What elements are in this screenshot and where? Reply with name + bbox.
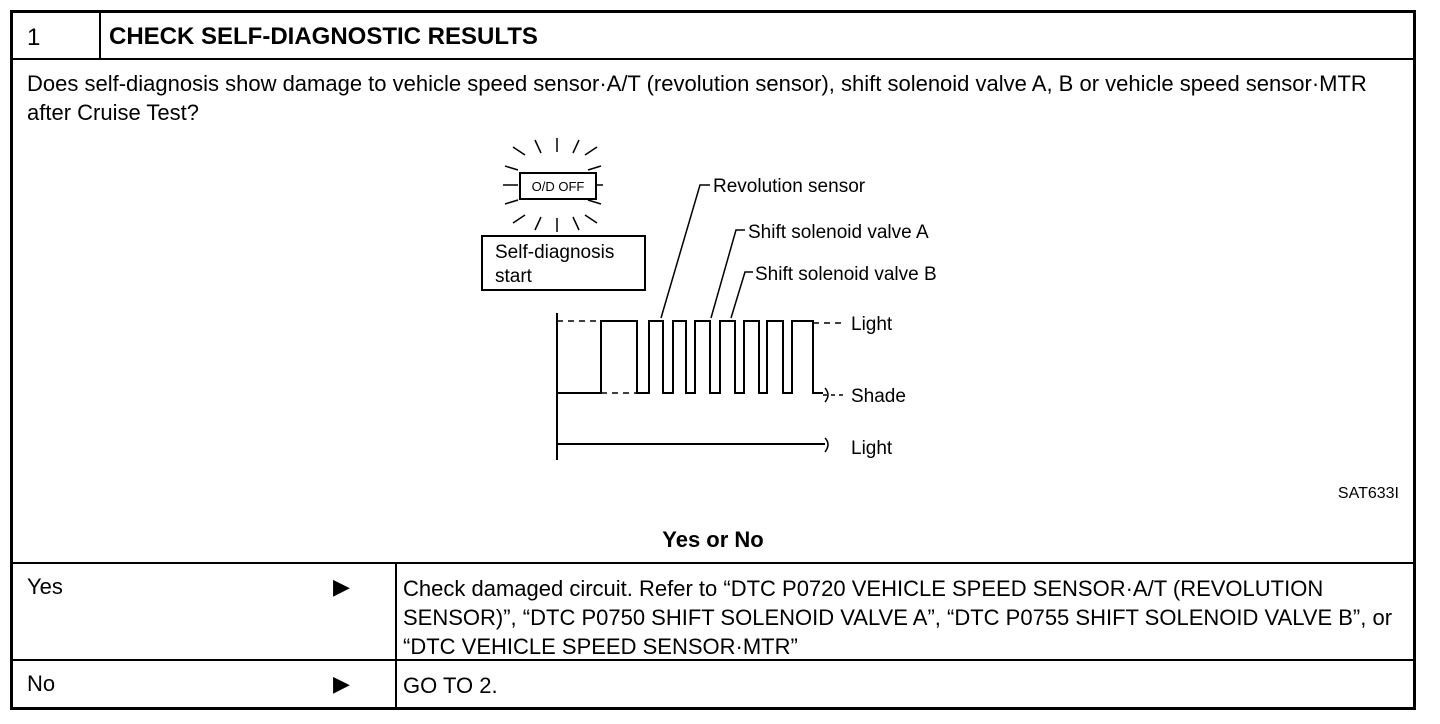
- level-light-bottom: Light: [851, 438, 893, 459]
- start-box-line2: start: [495, 266, 533, 287]
- light-bottom-tick: [824, 437, 829, 453]
- action-text: Check damaged circuit. Refer to “DTC P07…: [403, 576, 1393, 659]
- answer-label: No: [27, 671, 56, 696]
- signal-waveform: [557, 320, 823, 394]
- arrow-icon: ▶: [333, 574, 350, 599]
- shade-tick: [824, 387, 829, 403]
- step-number: 1: [13, 13, 101, 58]
- step-table: 1 CHECK SELF-DIAGNOSTIC RESULTS Does sel…: [10, 10, 1416, 710]
- step-title: CHECK SELF-DIAGNOSTIC RESULTS: [109, 23, 538, 50]
- question-text: Does self-diagnosis show damage to vehic…: [27, 71, 1367, 125]
- level-light-top: Light: [851, 314, 893, 335]
- figure-code: SAT633I: [1337, 485, 1399, 502]
- self-diagnosis-start-box: [481, 235, 646, 291]
- od-off-lamp: [519, 172, 597, 200]
- callout-shift-solenoid-b: Shift solenoid valve B: [755, 264, 937, 285]
- callout-shift-solenoid-a: Shift solenoid valve A: [748, 222, 929, 243]
- start-box-line1: Self-diagnosis: [495, 242, 614, 263]
- callout-revolution-sensor: Revolution sensor: [713, 176, 866, 197]
- step-header: 1 CHECK SELF-DIAGNOSTIC RESULTS: [13, 13, 1413, 60]
- answer-row-yes: Yes ▶ Check damaged circuit. Refer to “D…: [13, 562, 1413, 661]
- callout-revolution-line: [660, 184, 710, 319]
- level-shade: Shade: [851, 386, 906, 407]
- diagnostic-diagram: O/D OFF Self-diagnosis start Light Shade…: [481, 138, 937, 460]
- callout-valve-a-line: [710, 229, 745, 319]
- action-text: GO TO 2.: [403, 673, 498, 698]
- arrow-icon: ▶: [333, 671, 350, 696]
- column-divider: [395, 661, 397, 710]
- column-divider: [395, 564, 397, 659]
- od-off-label: O/D OFF: [532, 179, 585, 194]
- answer-label: Yes: [27, 574, 63, 599]
- callout-valve-b-line: [730, 271, 753, 319]
- answer-row-no: No ▶ GO TO 2.: [13, 661, 1413, 710]
- yes-or-no-heading: Yes or No: [662, 527, 764, 552]
